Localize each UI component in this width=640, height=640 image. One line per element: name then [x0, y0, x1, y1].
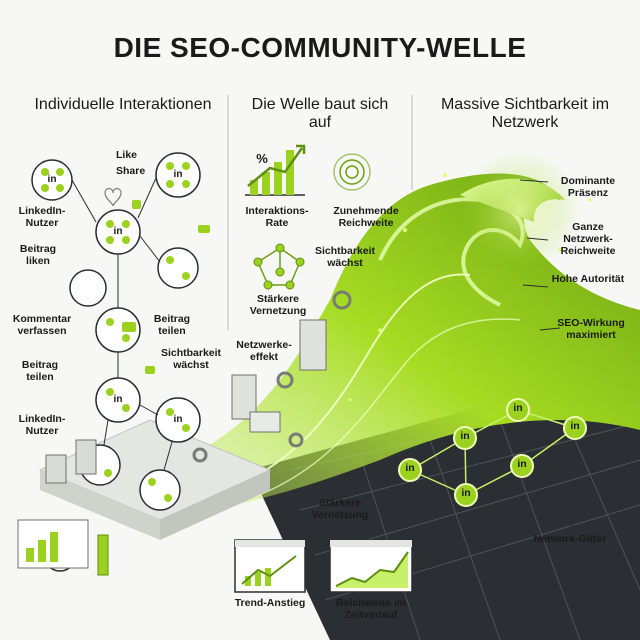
network-node [510, 454, 534, 478]
increasing-reach-label: Zunehmende Reichweite [333, 205, 399, 229]
linkedin-badge: in [460, 430, 470, 442]
mini-bar-chart [17, 519, 89, 569]
linkedin-badge: in [173, 169, 183, 180]
post-share-label-2: Beitrag teilen [21, 359, 59, 383]
gear-icon [276, 371, 294, 389]
server-stacks [45, 319, 327, 484]
share-label: Share [116, 165, 146, 177]
like-label: Like [116, 149, 138, 161]
network-grid-label: Network-Gitter [533, 533, 607, 545]
stronger-network-label: Stärkere Vernetzung [249, 293, 307, 317]
gear-icon [288, 432, 304, 448]
network-nodes [398, 398, 587, 507]
gear-icons [192, 290, 352, 463]
gear-icon [332, 290, 352, 310]
seo-maximized-label: SEO-Wirkung maximiert [557, 317, 625, 341]
network-node [398, 458, 422, 482]
network-node [506, 398, 530, 422]
linkedin-badge: in [517, 458, 527, 470]
dominant-presence-label: Dominante Präsenz [560, 175, 616, 199]
high-authority-label: Hohe Autorität [551, 273, 625, 285]
like-icons [122, 200, 210, 374]
network-node [454, 483, 478, 507]
linkedin-badge: in [173, 414, 183, 425]
network-effect-label: Netzwerke-effekt [236, 339, 292, 363]
gear-icon [192, 447, 208, 463]
linkedin-user-label: LinkedIn-Nutzer [18, 205, 66, 229]
community-circle [155, 397, 201, 443]
column-heading-right: Massive Sichtbarkeit im Netzwerk [440, 96, 610, 131]
community-circle [139, 469, 181, 511]
reach-rings [333, 153, 371, 191]
linkedin-badge: in [405, 462, 415, 474]
linkedin-badge: in [461, 487, 471, 499]
mini-network [253, 243, 305, 290]
avatar-dots [41, 162, 190, 502]
network-node [453, 426, 477, 450]
network-node [563, 416, 587, 440]
linkedin-user-label-2: LinkedIn-Nutzer [18, 413, 66, 437]
trend-chart [234, 539, 306, 593]
reach-over-time-chart [329, 539, 413, 593]
visibility-grows-middle-label: Sichtbarkeit wächst [314, 245, 376, 269]
percent-label: % [256, 151, 268, 166]
linkedin-badge: in [570, 420, 580, 432]
column-heading-middle: Die Welle baut sich auf [251, 96, 389, 131]
sparkles [348, 173, 592, 402]
linkedin-badge: in [513, 402, 523, 414]
post-share-label: Beitrag teilen [153, 313, 191, 337]
column-heading-left: Individuelle Interaktionen [34, 96, 212, 113]
linkedin-badge: in [113, 394, 123, 405]
post-like-label: Beitrag liken [19, 243, 57, 267]
community-circle [69, 269, 107, 307]
trend-rise-label: Trend-Anstieg [234, 597, 306, 609]
reach-over-time-label: Reichweite im Zeitverlauf [335, 597, 407, 621]
comment-label: Kommentar verfassen [12, 313, 72, 337]
page-title: DIE SEO-COMMUNITY-WELLE [113, 32, 527, 63]
small-tower [97, 534, 109, 576]
community-circle [157, 247, 199, 289]
interaction-rate-label: Interaktions-Rate [245, 205, 309, 229]
visibility-grows-label: Sichtbarkeit wächst [160, 347, 222, 371]
interaction-rate-chart [245, 144, 306, 196]
whole-network-reach-label: Ganze Netzwerk-Reichweite [560, 221, 616, 257]
stronger-network-label-2: Stärkere Vernetzung [311, 497, 369, 521]
linkedin-badge: in [47, 174, 57, 185]
interaction-links [71, 177, 173, 471]
pointer-arrows [305, 179, 586, 566]
linkedin-badge: in [113, 226, 123, 237]
heart-icon [104, 187, 122, 207]
